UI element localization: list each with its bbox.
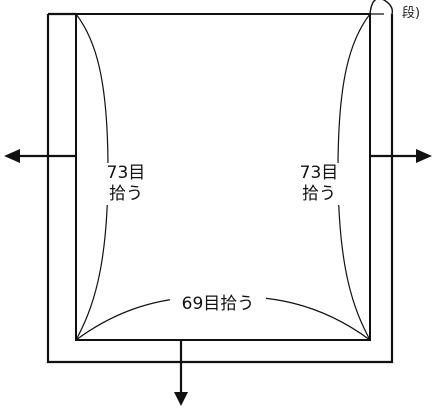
bottom-edge-label: 69目拾う xyxy=(170,294,266,315)
left-action: 拾う xyxy=(109,184,143,204)
bottom-arrow-head xyxy=(174,392,188,406)
right-curve xyxy=(337,13,371,341)
right-stitch-count: 73目 xyxy=(299,163,339,183)
corner-note: 段) xyxy=(402,6,421,21)
left-stitch-count: 73目 xyxy=(106,163,146,183)
right-arrow-head xyxy=(416,149,432,163)
right-edge-label: 73目 拾う xyxy=(296,163,342,205)
right-action: 拾う xyxy=(302,184,336,204)
outer-border xyxy=(46,14,394,364)
left-edge-label: 73目 拾う xyxy=(103,163,149,205)
left-arrow-head xyxy=(4,149,20,163)
corner-loop xyxy=(369,0,394,15)
